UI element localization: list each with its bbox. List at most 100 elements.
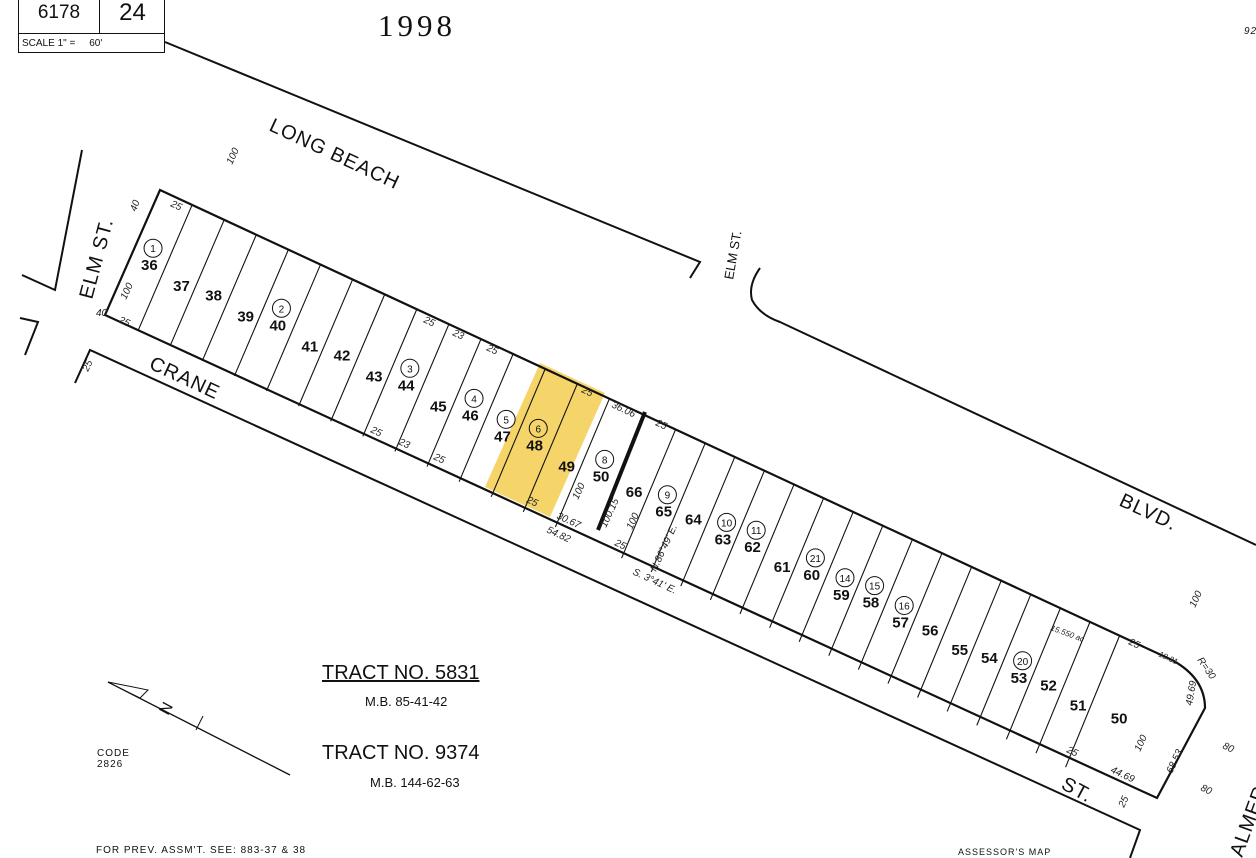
lot-divider xyxy=(1065,635,1121,768)
lot-50[interactable]: 508 xyxy=(593,449,615,485)
lot-number: 55 xyxy=(951,642,968,659)
dimension-label: 100 xyxy=(1188,589,1205,609)
lot-50[interactable]: 50 xyxy=(1111,711,1128,728)
lot-36[interactable]: 361 xyxy=(141,238,163,274)
lot-42[interactable]: 42 xyxy=(334,347,351,364)
lot-64[interactable]: 64 xyxy=(685,512,702,529)
lot-divider xyxy=(265,264,322,392)
prev-assessment-reference: FOR PREV. ASSM'T. SEE: 883-37 & 38 xyxy=(96,845,307,856)
lot-number: 59 xyxy=(833,587,850,604)
lot-number: 51 xyxy=(1070,697,1087,714)
lot-40[interactable]: 402 xyxy=(269,298,291,334)
tract-ref-9374: M.B. 144-62-63 xyxy=(370,775,460,790)
dimension-label: 100.15 xyxy=(599,497,622,530)
parcel-number: 20 xyxy=(1017,657,1029,668)
parcel-number: 3 xyxy=(407,364,413,375)
street-label-palmer: ALMER xyxy=(1226,783,1256,858)
lot-divider xyxy=(522,383,578,513)
lot-41[interactable]: 41 xyxy=(302,338,319,355)
parcel-number: 21 xyxy=(810,554,822,565)
lot-48[interactable]: 486 xyxy=(526,418,548,454)
tract-label-5831: TRACT NO. 5831 xyxy=(322,662,480,684)
lot-number: 42 xyxy=(334,347,351,364)
lot-37[interactable]: 37 xyxy=(173,278,190,295)
highlighted-lots-48-49[interactable] xyxy=(485,363,605,517)
lot-39[interactable]: 39 xyxy=(237,308,254,325)
dimension-label: 100 xyxy=(625,511,642,531)
lot-dividers xyxy=(137,204,1121,768)
dimension-label: 100 xyxy=(1133,733,1150,753)
lot-43[interactable]: 43 xyxy=(366,368,383,385)
lot-divider xyxy=(426,338,482,467)
dimension-label: 25 xyxy=(1126,636,1142,651)
parcel-circle xyxy=(143,238,163,258)
lot-66[interactable]: 66 xyxy=(626,484,643,501)
lot-number: 44 xyxy=(398,377,415,394)
dimension-label: 25 xyxy=(421,314,437,329)
parcel-number: 16 xyxy=(899,601,911,612)
lot-45[interactable]: 45 xyxy=(430,398,447,415)
lot-38[interactable]: 38 xyxy=(205,287,222,304)
lot-61[interactable]: 61 xyxy=(774,559,791,576)
lot-number: 39 xyxy=(237,308,254,325)
dimension-label: 25 xyxy=(168,198,184,213)
lot-55[interactable]: 55 xyxy=(951,642,968,659)
dimension-label: 18.31 xyxy=(1157,650,1179,667)
street-lines xyxy=(19,41,1256,858)
dimension-label: 25 xyxy=(368,424,384,439)
lot-number: 60 xyxy=(803,567,820,584)
lot-divider xyxy=(976,594,1032,726)
lot-divider xyxy=(169,219,225,346)
parcel-number: 2 xyxy=(279,304,285,315)
lot-number: 38 xyxy=(205,287,222,304)
lot-number: 57 xyxy=(892,614,909,631)
lot-divider xyxy=(1035,621,1091,754)
lot-44[interactable]: 443 xyxy=(398,358,420,394)
lot-65[interactable]: 659 xyxy=(655,485,677,521)
lot-number: 48 xyxy=(526,437,543,454)
lot-divider xyxy=(709,470,765,601)
parcel-circle xyxy=(595,449,615,469)
lot-divider xyxy=(887,552,943,684)
dimension-label: 25 xyxy=(431,451,447,466)
lot-divider xyxy=(828,525,884,656)
parcel-number: 8 xyxy=(602,455,608,466)
lot-labels: 3613738394024142434434546447548649508666… xyxy=(141,238,1128,728)
parcel-circle xyxy=(464,388,484,408)
lot-number: 61 xyxy=(774,559,791,576)
parcel-circle xyxy=(657,485,677,505)
lot-divider xyxy=(917,566,973,698)
lot-divider xyxy=(233,249,289,377)
lot-divider xyxy=(946,580,1002,712)
lot-divider xyxy=(298,279,354,407)
lot-number: 47 xyxy=(494,428,511,445)
lot-number: 64 xyxy=(685,512,702,529)
dimension-label: 100 xyxy=(225,146,242,166)
dimension-label: 80 xyxy=(1199,783,1214,798)
lot-number: 45 xyxy=(430,398,447,415)
lot-56[interactable]: 56 xyxy=(922,622,939,639)
lot-number: 52 xyxy=(1040,678,1057,695)
lot-50-west-double-line xyxy=(596,411,647,531)
street-label-st: ST. xyxy=(1058,773,1097,807)
lot-number: 56 xyxy=(922,622,939,639)
parcel-number: 15 xyxy=(869,582,881,593)
lot-46[interactable]: 464 xyxy=(462,388,484,424)
tract-ref-5831: M.B. 85-41-42 xyxy=(365,694,448,709)
lot-54[interactable]: 54 xyxy=(981,650,998,667)
parcel-number: 11 xyxy=(751,526,762,537)
map-page-number: 24 xyxy=(119,0,146,26)
parcel-number: 1 xyxy=(150,244,156,255)
lot-51[interactable]: 51 xyxy=(1070,697,1087,714)
tract-label-9374: TRACT NO. 9374 xyxy=(322,742,480,764)
lot-52[interactable]: 52 xyxy=(1040,678,1057,695)
lot-49[interactable]: 49 xyxy=(558,458,575,475)
lot-47[interactable]: 475 xyxy=(494,409,516,445)
